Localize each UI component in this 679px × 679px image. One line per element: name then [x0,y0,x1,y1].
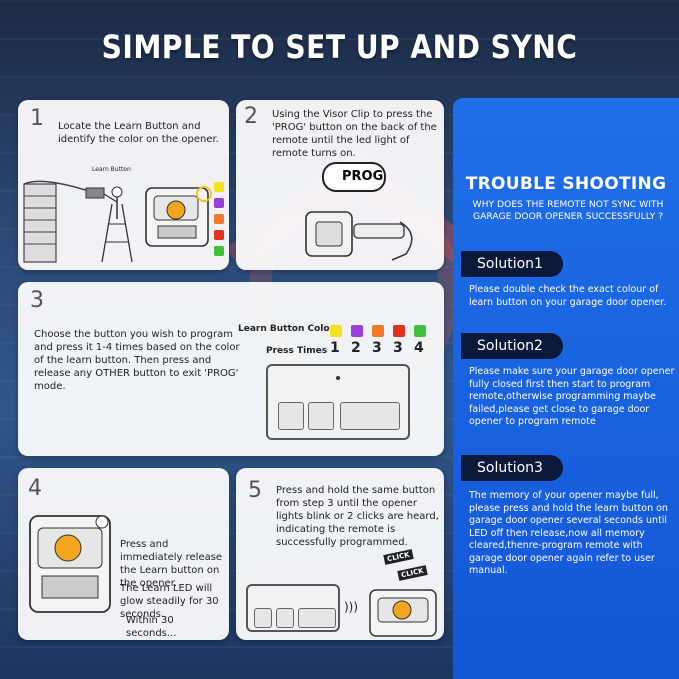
step-4-card: 4 Press and immediately release the Lear… [18,468,229,640]
swatch-purple [214,198,224,208]
opener-blink-illustration [369,589,437,637]
remote-illustration [266,364,410,440]
remote-button-1 [278,402,304,430]
step-4-number: 4 [28,476,42,501]
step-3-card: 3 Choose the button you wish to program … [18,282,444,456]
signal-icon: ))) [344,600,359,614]
step-5-number: 5 [248,478,262,503]
swatch-green [214,246,224,256]
press-times-3: 3 [372,340,382,356]
step-2-text: Using the Visor Clip to press the 'PROG'… [272,109,437,159]
step-3-text: Choose the button you wish to program an… [34,329,240,392]
press-times-label: Press Times [266,346,328,356]
remote-button-3 [298,608,336,628]
prog-arrow: PROG [322,162,386,192]
learn-button-color-label: Learn Button Color [238,324,334,334]
swatch-yellow [214,182,224,192]
step-3-number: 3 [30,288,44,313]
click-badge-1: CLICK [383,549,414,565]
solution-3-text: The memory of your opener maybe full, pl… [469,490,668,576]
swatch-green [414,325,426,337]
troubleshooting-panel: TROUBLE SHOOTING WHY DOES THE REMOTE NOT… [453,98,679,679]
solution-3-label: Solution3 [461,455,563,481]
step-2-card: 2 Using the Visor Clip to press the 'PRO… [236,100,444,270]
swatch-orange [214,214,224,224]
click-badge-2: CLICK [397,565,428,581]
opener-learn-illustration [29,515,111,613]
remote-button-1 [254,608,272,628]
troubleshooting-title: TROUBLE SHOOTING [465,174,667,194]
color-swatches [214,182,226,256]
swatch-yellow [330,325,342,337]
page-title: SIMPLE TO SET UP AND SYNC [101,28,578,66]
remote-illustration-step5 [246,584,340,632]
press-times-1: 1 [330,340,340,356]
swatch-purple [351,325,363,337]
remote-button-2 [308,402,334,430]
remote-button-3 [340,402,400,430]
prog-label: PROG [342,169,384,184]
press-times-5: 4 [414,340,424,356]
garage-illustration [23,180,133,263]
step-1-number: 1 [30,106,44,131]
step-4-text-3: Within 30 seconds... [126,615,177,639]
step-5-card: 5 Press and hold the same button from st… [236,468,444,640]
step-4-text-2: The Learn LED will glow steadily for 30 … [120,583,219,620]
step-5-text: Press and hold the same button from step… [276,485,439,548]
step-2-number: 2 [244,104,258,129]
swatch-red [214,230,224,240]
solution-2-label: Solution2 [461,333,563,359]
remote-led [336,376,340,380]
solution-2-text: Please make sure your garage door opener… [469,366,675,427]
press-times-4: 3 [393,340,403,356]
learn-button-label: Learn Button [92,166,131,173]
opener-unit-illustration [145,186,212,247]
remote-back-illustration [305,211,413,261]
swatch-orange [372,325,384,337]
solution-1-text: Please double check the exact colour of … [469,284,667,308]
press-times-2: 2 [351,340,361,356]
remote-button-2 [276,608,294,628]
troubleshooting-subtitle: WHY DOES THE REMOTE NOT SYNC WITH GARAGE… [472,199,664,222]
swatch-red [393,325,405,337]
step-1-card: 1 Locate the Learn Button and identify t… [18,100,229,270]
solution-1-label: Solution1 [461,251,563,277]
step-1-text: Locate the Learn Button and identify the… [58,121,219,145]
learn-color-swatches [330,322,430,341]
step-4-text-1: Press and immediately release the Learn … [120,539,223,589]
